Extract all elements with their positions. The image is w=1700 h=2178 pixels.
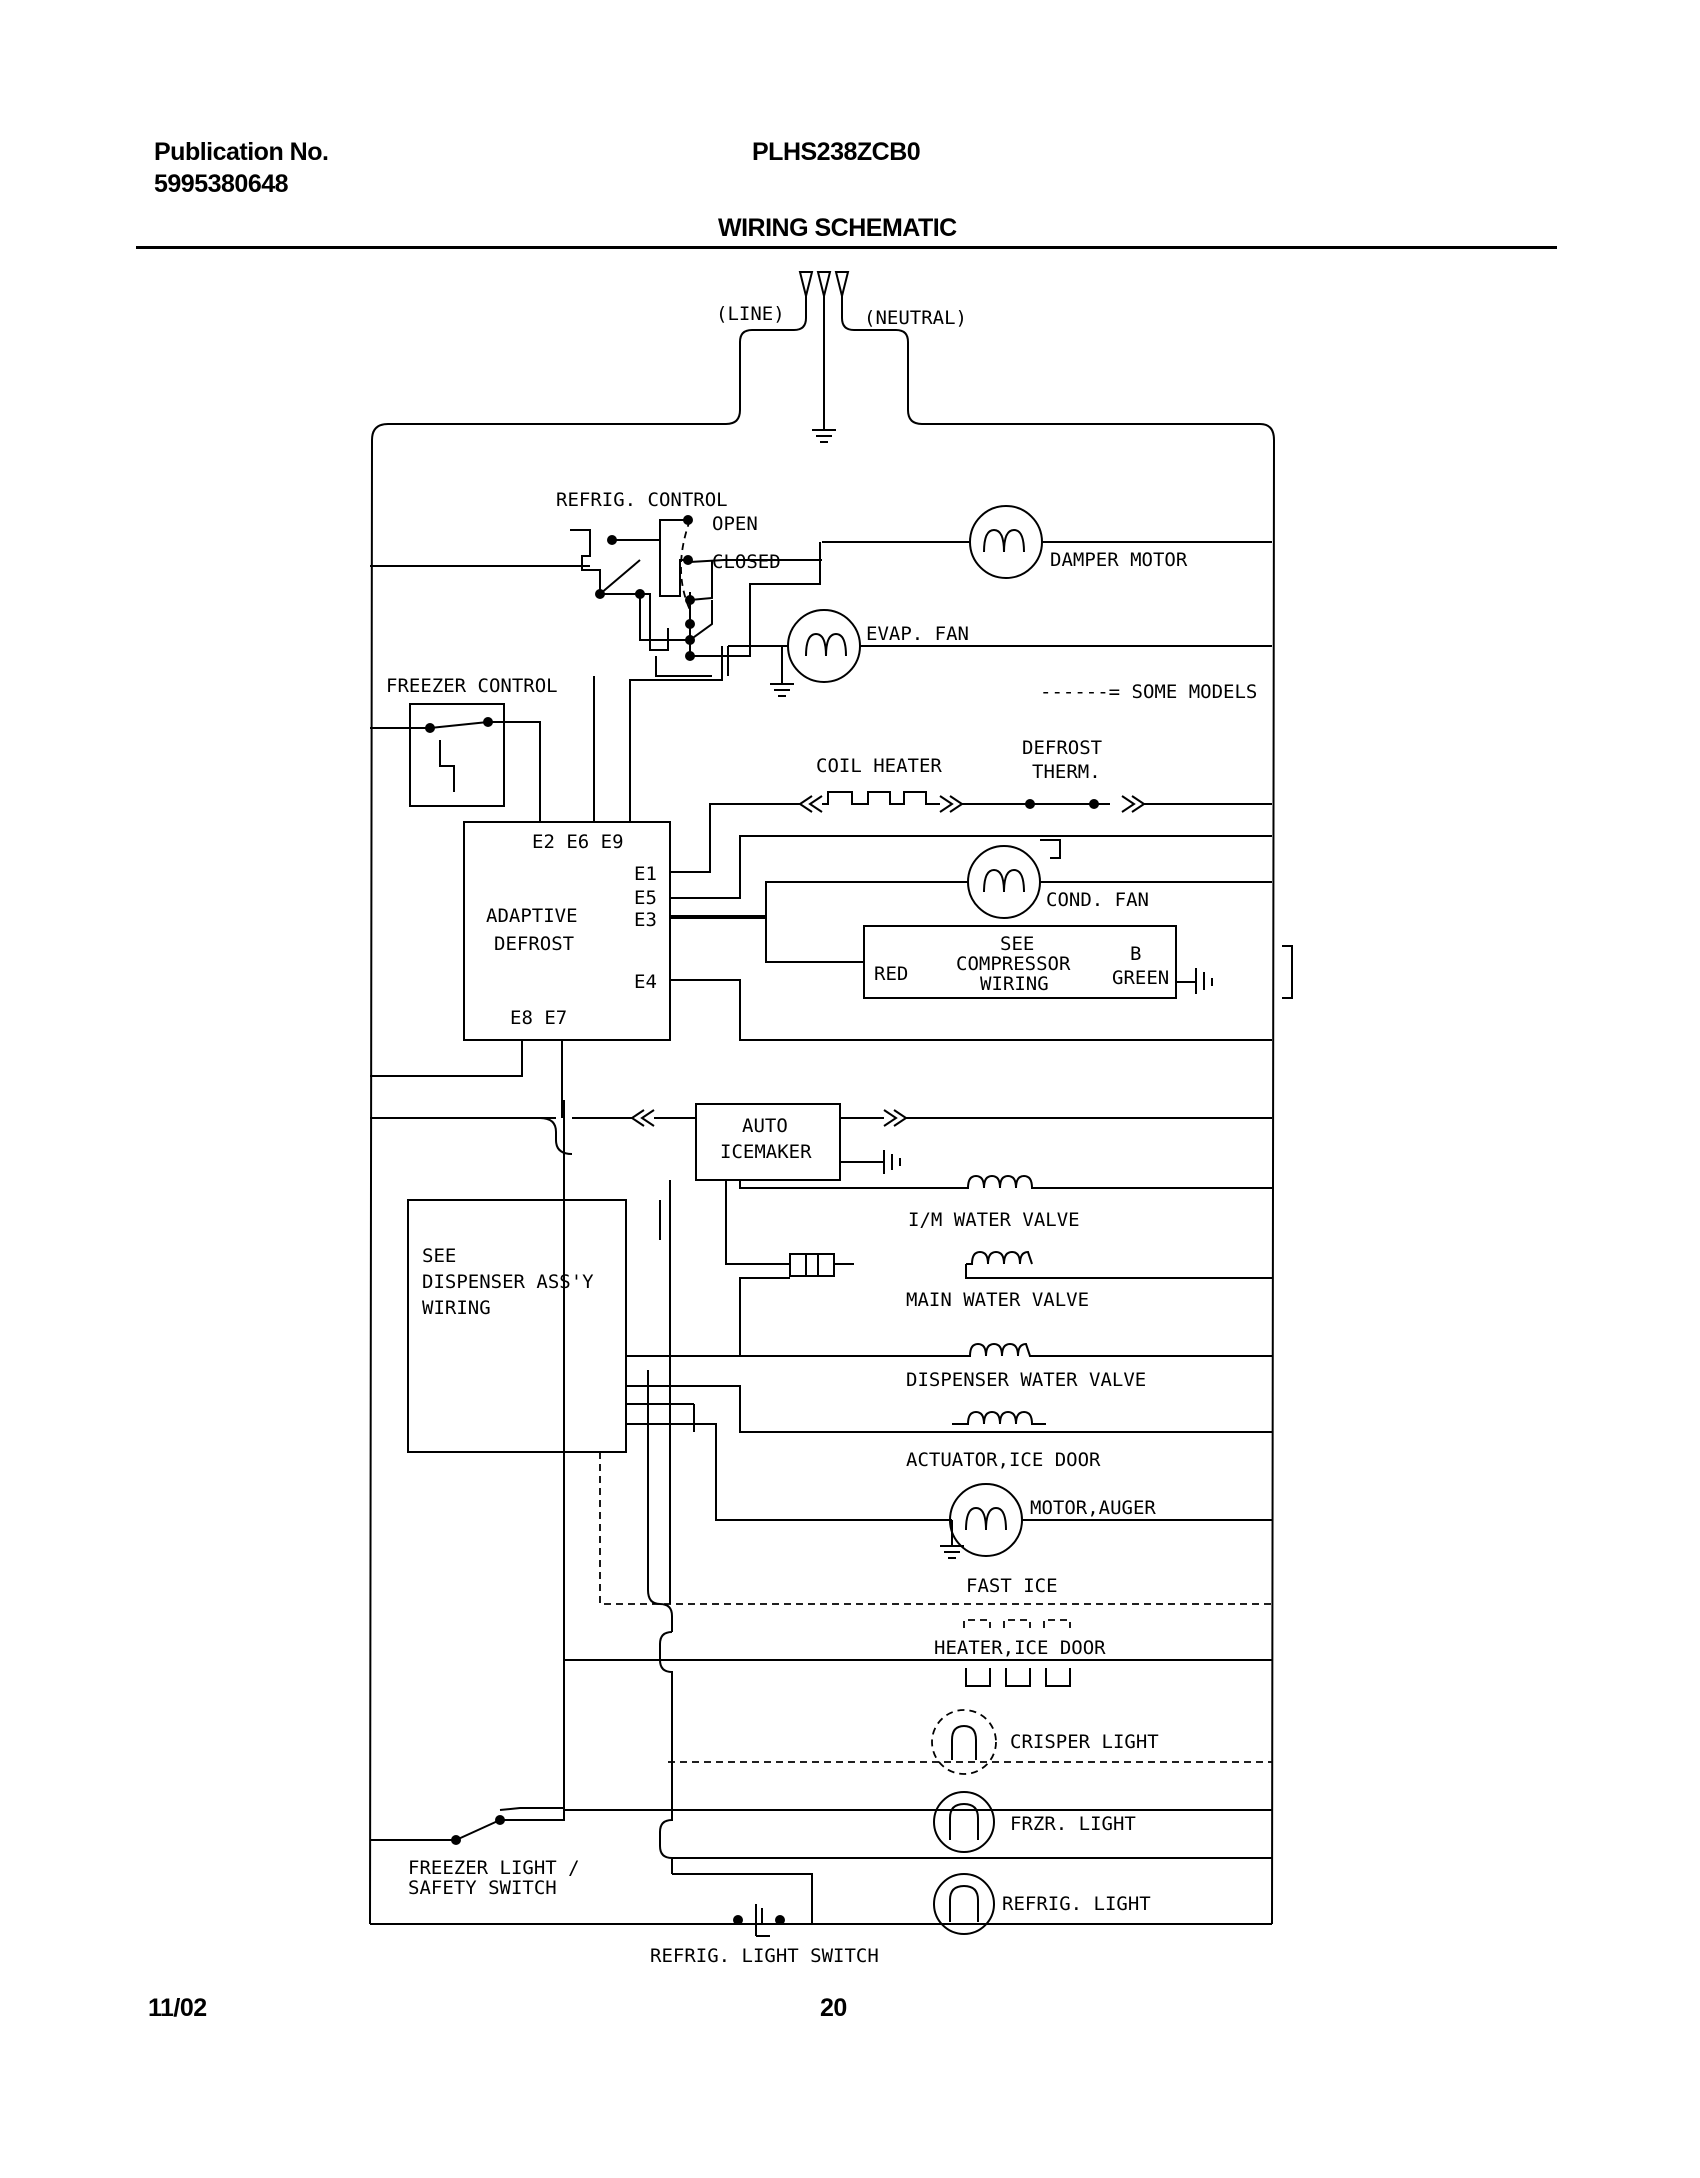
- dispenser-see-label: SEE: [422, 1245, 456, 1267]
- frzr-light-label: FRZR. LIGHT: [1010, 1813, 1136, 1835]
- header-rule: [136, 246, 1557, 249]
- refrig-control-label: REFRIG. CONTROL: [556, 489, 728, 511]
- closed-label: CLOSED: [712, 551, 781, 573]
- refrig-light: [672, 1873, 995, 1935]
- page-number: 20: [820, 1994, 847, 2022]
- freezer-control-label: FREEZER CONTROL: [386, 675, 558, 697]
- compressor-label: COMPRESSOR: [956, 953, 1071, 975]
- dispenser-wiring-label: WIRING: [422, 1297, 491, 1319]
- evap-fan: [655, 609, 1272, 697]
- actuator-ice-door-label: ACTUATOR,ICE DOOR: [906, 1449, 1101, 1471]
- footer-date: 11/02: [148, 1994, 207, 2022]
- defrost-box-label: DEFROST: [494, 933, 574, 955]
- see-compressor-label: SEE: [1000, 933, 1034, 955]
- freezer-light-switch-label-2: SAFETY SWITCH: [408, 1877, 557, 1899]
- e8-e7-label: E8 E7: [510, 1007, 567, 1029]
- power-entry: [369, 271, 1276, 1925]
- cond-fan-label: COND. FAN: [1046, 889, 1149, 911]
- refrig-light-label: REFRIG. LIGHT: [1002, 1893, 1151, 1915]
- im-water-valve-label: I/M WATER VALVE: [908, 1209, 1080, 1231]
- heater-ice-door-label: HEATER,ICE DOOR: [934, 1637, 1106, 1659]
- auto-icemaker: [370, 1100, 1272, 1181]
- damper-motor: [822, 505, 1272, 579]
- defrost-therm-label-2: THERM.: [1032, 761, 1101, 783]
- freezer-light-switch-label-1: FREEZER LIGHT /: [408, 1857, 580, 1879]
- adaptive-label: ADAPTIVE: [486, 905, 578, 927]
- e4-wiring: [370, 979, 1272, 1100]
- defrost-therm-label-1: DEFROST: [1022, 737, 1102, 759]
- heater-ice-door: [965, 1668, 1071, 1687]
- evap-fan-label: EVAP. FAN: [866, 623, 969, 645]
- red-label: RED: [874, 963, 908, 985]
- refrig-control: [370, 519, 822, 657]
- freezer-light-safety-switch: [370, 1100, 565, 1845]
- frzr-light: [564, 1791, 1272, 1859]
- dispenser-box: [407, 1199, 627, 1453]
- open-label: OPEN: [712, 513, 758, 535]
- fast-ice: [963, 1619, 1071, 1628]
- freezer-control: [370, 703, 541, 822]
- green-label: GREEN: [1112, 967, 1169, 989]
- e3-label: E3: [634, 909, 657, 931]
- e2-e6-e9-label: E2 E6 E9: [532, 831, 624, 853]
- refrig-light-switch: [733, 1904, 785, 1937]
- e5-label: E5: [634, 887, 657, 909]
- coil-heater-label: COIL HEATER: [816, 755, 942, 777]
- cond-fan: [670, 835, 1272, 963]
- line-label: (LINE): [716, 303, 785, 325]
- adaptive-defrost-box: [463, 646, 723, 1041]
- publication-number: 5995380648: [154, 170, 289, 198]
- im-water-valve: [725, 1174, 1272, 1265]
- auto-label: AUTO: [742, 1115, 788, 1137]
- refrig-control-contacts: [595, 515, 695, 661]
- motor-auger-label: MOTOR,AUGER: [1030, 1497, 1156, 1519]
- compressor-wiring-label: WIRING: [980, 973, 1049, 995]
- crisper-light: [668, 1709, 1272, 1775]
- compressor-box: [863, 925, 1293, 999]
- fast-ice-label: FAST ICE: [966, 1575, 1058, 1597]
- e1-label: E1: [634, 863, 657, 885]
- defrost-therm: [1025, 799, 1099, 859]
- actuator-ice-door: [626, 1403, 1046, 1432]
- b-label: B: [1130, 943, 1141, 965]
- dispenser-water-valve-label: DISPENSER WATER VALVE: [906, 1369, 1146, 1391]
- main-water-valve: [739, 1250, 1272, 1356]
- crisper-light-label: CRISPER LIGHT: [1010, 1731, 1159, 1753]
- some-models-label: ------= SOME MODELS: [1040, 681, 1257, 703]
- refrig-light-switch-label: REFRIG. LIGHT SWITCH: [650, 1945, 879, 1967]
- dispenser-water-valve: [626, 1342, 1272, 1433]
- icemaker-label: ICEMAKER: [720, 1141, 812, 1163]
- neutral-label: (NEUTRAL): [864, 307, 967, 329]
- dispenser-assy-label: DISPENSER ASS'Y: [422, 1271, 594, 1293]
- main-water-valve-label: MAIN WATER VALVE: [906, 1289, 1089, 1311]
- e4-label: E4: [634, 971, 657, 993]
- coil-heater: [670, 791, 1272, 873]
- model-number: PLHS238ZCB0: [752, 138, 921, 166]
- damper-motor-label: DAMPER MOTOR: [1050, 549, 1188, 571]
- motor-auger: [626, 1423, 1272, 1559]
- publication-label: Publication No.: [154, 138, 329, 166]
- page-title: WIRING SCHEMATIC: [718, 214, 957, 242]
